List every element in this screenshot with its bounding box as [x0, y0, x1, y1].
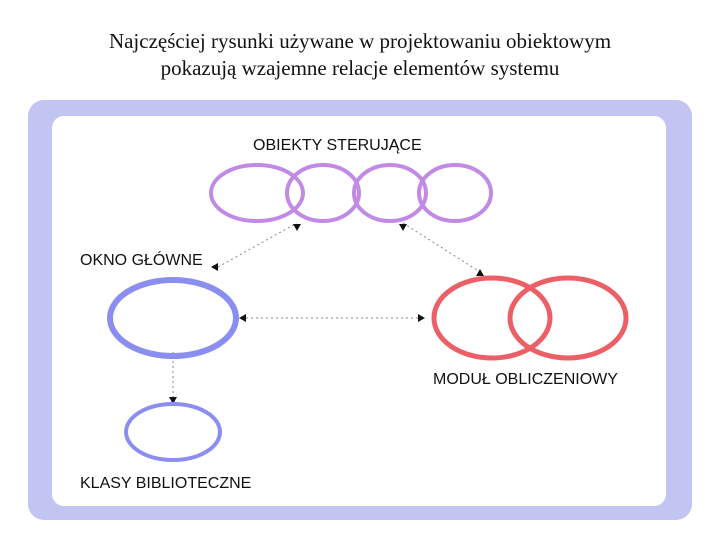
arrowhead	[169, 397, 177, 404]
connector-main-window-to-controls	[217, 222, 298, 268]
calc-module-group	[431, 275, 629, 361]
arrowhead	[211, 263, 218, 271]
control-object-ellipse	[209, 163, 305, 223]
library-classes-ellipse	[124, 402, 222, 462]
label-main-window: OKNO GŁÓWNE	[80, 250, 203, 269]
connectors	[172, 222, 481, 404]
control-object-ellipse	[285, 163, 361, 223]
diagram-panel	[52, 116, 666, 506]
label-calc-module: MODUŁ OBLICZENIOWY	[433, 371, 618, 388]
main-window-ellipse	[107, 277, 239, 359]
control-object-ellipse	[352, 163, 428, 223]
calc-module-ellipse-back	[507, 275, 629, 361]
title-line-1: Najczęściej rysunki używane w projektowa…	[108, 29, 612, 53]
arrowhead	[239, 314, 246, 322]
connector-controls-to-calc-module	[402, 222, 481, 273]
arrowhead	[293, 224, 301, 231]
label-library-classes: KLASY BIBLIOTECZNE	[80, 475, 251, 492]
arrowhead	[399, 224, 407, 231]
control-objects-group	[209, 163, 493, 223]
title-line-2: pokazują wzajemne relacje elementów syst…	[160, 56, 560, 80]
label-control-objects: OBIEKTY STERUJĄCE	[253, 137, 422, 154]
arrowhead	[418, 314, 425, 322]
slide-title: Najczęściej rysunki używane w projektowa…	[0, 28, 720, 82]
control-object-ellipse	[417, 163, 493, 223]
calc-module-ellipse-front	[431, 275, 553, 361]
arrowhead	[476, 269, 484, 276]
